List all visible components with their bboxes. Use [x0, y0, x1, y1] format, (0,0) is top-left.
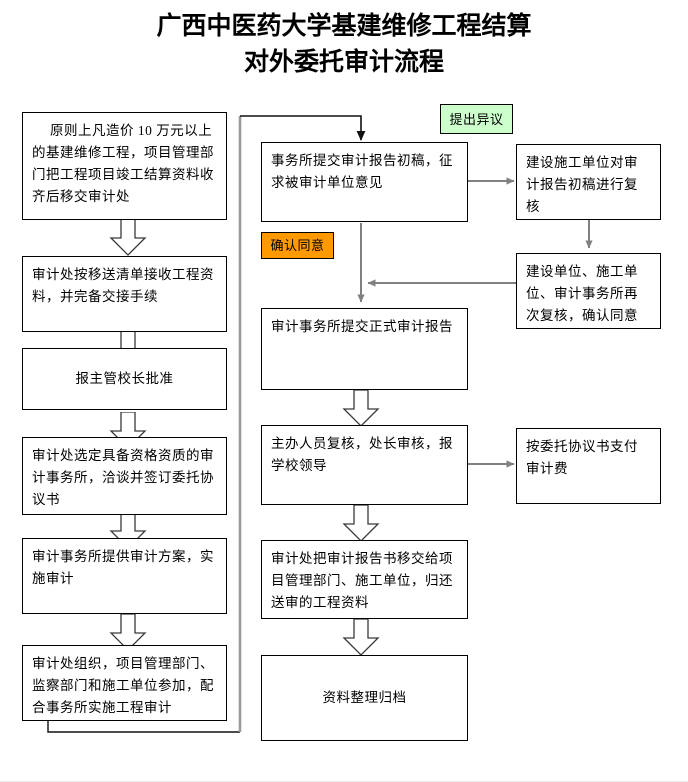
block-arrow-l5-l6 [109, 614, 147, 651]
process-box-middle-1[interactable]: 事务所提交审计报告初稿，征求被审计单位意见 [261, 142, 468, 222]
block-arrow-m2-m3 [342, 390, 380, 427]
process-box-left-5[interactable]: 审计事务所提供审计方案，实施审计 [22, 538, 227, 614]
block-arrow-m3-m4 [342, 505, 380, 542]
process-box-middle-2[interactable]: 审计事务所提交正式审计报告 [261, 308, 468, 390]
page-title: 广西中医药大学基建维修工程结算 对外委托审计流程 [0, 8, 688, 80]
process-box-right-2[interactable]: 建设单位、施工单位、审计事务所再次复核，确认同意 [516, 253, 661, 329]
process-box-middle-3[interactable]: 主办人员复核，处长审核，报学校领导 [261, 425, 468, 505]
process-box-left-6[interactable]: 审计处组织，项目管理部门、监察部门和施工单位参加，配合事务所实施工程审计 [22, 645, 227, 721]
page-title-line-1: 广西中医药大学基建维修工程结算 [156, 12, 532, 40]
label-agreement[interactable]: 确认同意 [261, 232, 334, 259]
process-box-left-1[interactable]: 原则上凡造价 10 万元以上的基建维修工程，项目管理部门把工程项目竣工结算资料收… [22, 112, 227, 220]
process-box-right-3[interactable]: 按委托协议书支付审计费 [516, 428, 661, 504]
block-arrow-m4-m5 [342, 619, 380, 656]
process-box-middle-4[interactable]: 审计处把审计报告书移交给项目管理部门、施工单位，归还送审的工程资料 [261, 540, 468, 619]
label-objection[interactable]: 提出异议 [440, 104, 513, 134]
process-box-right-1[interactable]: 建设施工单位对审计报告初稿进行复核 [516, 144, 661, 220]
process-box-left-3[interactable]: 报主管校长批准 [22, 348, 227, 410]
block-arrow-l1-l2 [109, 219, 147, 256]
process-box-left-2[interactable]: 审计处按移送清单接收工程资料，并完备交接手续 [22, 256, 227, 332]
process-box-left-4[interactable]: 审计处选定具备资格资质的审计事务所，洽谈并签订委托协议书 [22, 437, 227, 515]
process-box-middle-5[interactable]: 资料整理归档 [261, 655, 468, 741]
page-title-line-2: 对外委托审计流程 [243, 48, 444, 76]
